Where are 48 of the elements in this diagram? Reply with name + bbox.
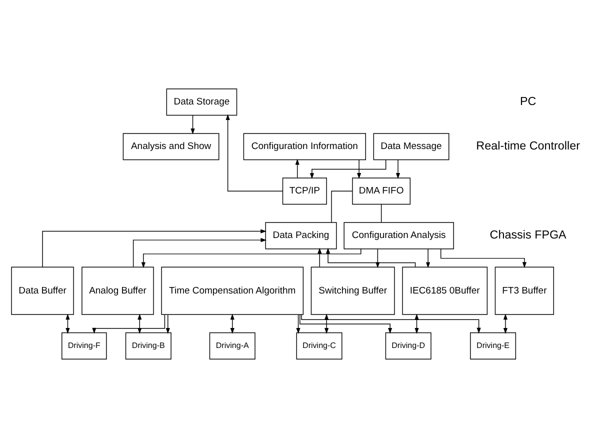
node-box: Driving-A (209, 332, 256, 359)
arrow (503, 313, 508, 334)
arrow (226, 114, 283, 192)
node-box: TCP/IP (282, 177, 327, 204)
arrow (296, 314, 300, 334)
arrow (301, 314, 481, 334)
arrow (295, 158, 300, 178)
node-box: Time Compensation Algorithm (161, 266, 304, 314)
node-box: Driving-C (296, 332, 342, 359)
node-box: Analysis and Show (122, 132, 220, 160)
node-box: Configuration Information (243, 132, 366, 160)
node-box: Switching Buffer (310, 266, 395, 314)
node-box: Data Message (373, 132, 450, 160)
arrow (92, 314, 166, 334)
node-box: FT3 Buffer (494, 266, 554, 314)
arrow (440, 248, 526, 268)
node-box: Driving-E (470, 332, 516, 359)
arrow (66, 313, 70, 334)
node-box: Driving-D (385, 332, 432, 359)
arrow (318, 247, 322, 267)
node-box: Data Storage (166, 88, 238, 116)
arrow (138, 313, 142, 334)
node-box: Data Packing (265, 222, 337, 249)
arrow (141, 248, 362, 268)
arrow (324, 313, 329, 334)
node-box: IEC6185 0Buffer (402, 266, 488, 314)
label: Chassis FPGA (490, 228, 566, 241)
connector (380, 204, 382, 222)
arrow (310, 158, 386, 178)
arrow (426, 248, 430, 268)
arrow (300, 314, 392, 334)
node-box: Driving-F (62, 332, 107, 359)
arrow (166, 314, 170, 334)
arrow (230, 313, 234, 334)
connector (331, 190, 353, 222)
node-box: Driving-B (125, 332, 172, 359)
arrow (132, 238, 267, 267)
label: Real-time Controller (476, 138, 580, 152)
node-box: Analog Buffer (82, 266, 154, 314)
arrow (42, 228, 266, 267)
arrow (396, 159, 400, 178)
node-box: Data Buffer (11, 266, 74, 314)
node-box: DMA FIFO (352, 177, 411, 204)
label: PC (520, 94, 536, 108)
arrow (357, 159, 362, 178)
arrow (414, 313, 419, 334)
arrow (190, 114, 195, 134)
node-box: Configuration Analysis (344, 222, 454, 249)
